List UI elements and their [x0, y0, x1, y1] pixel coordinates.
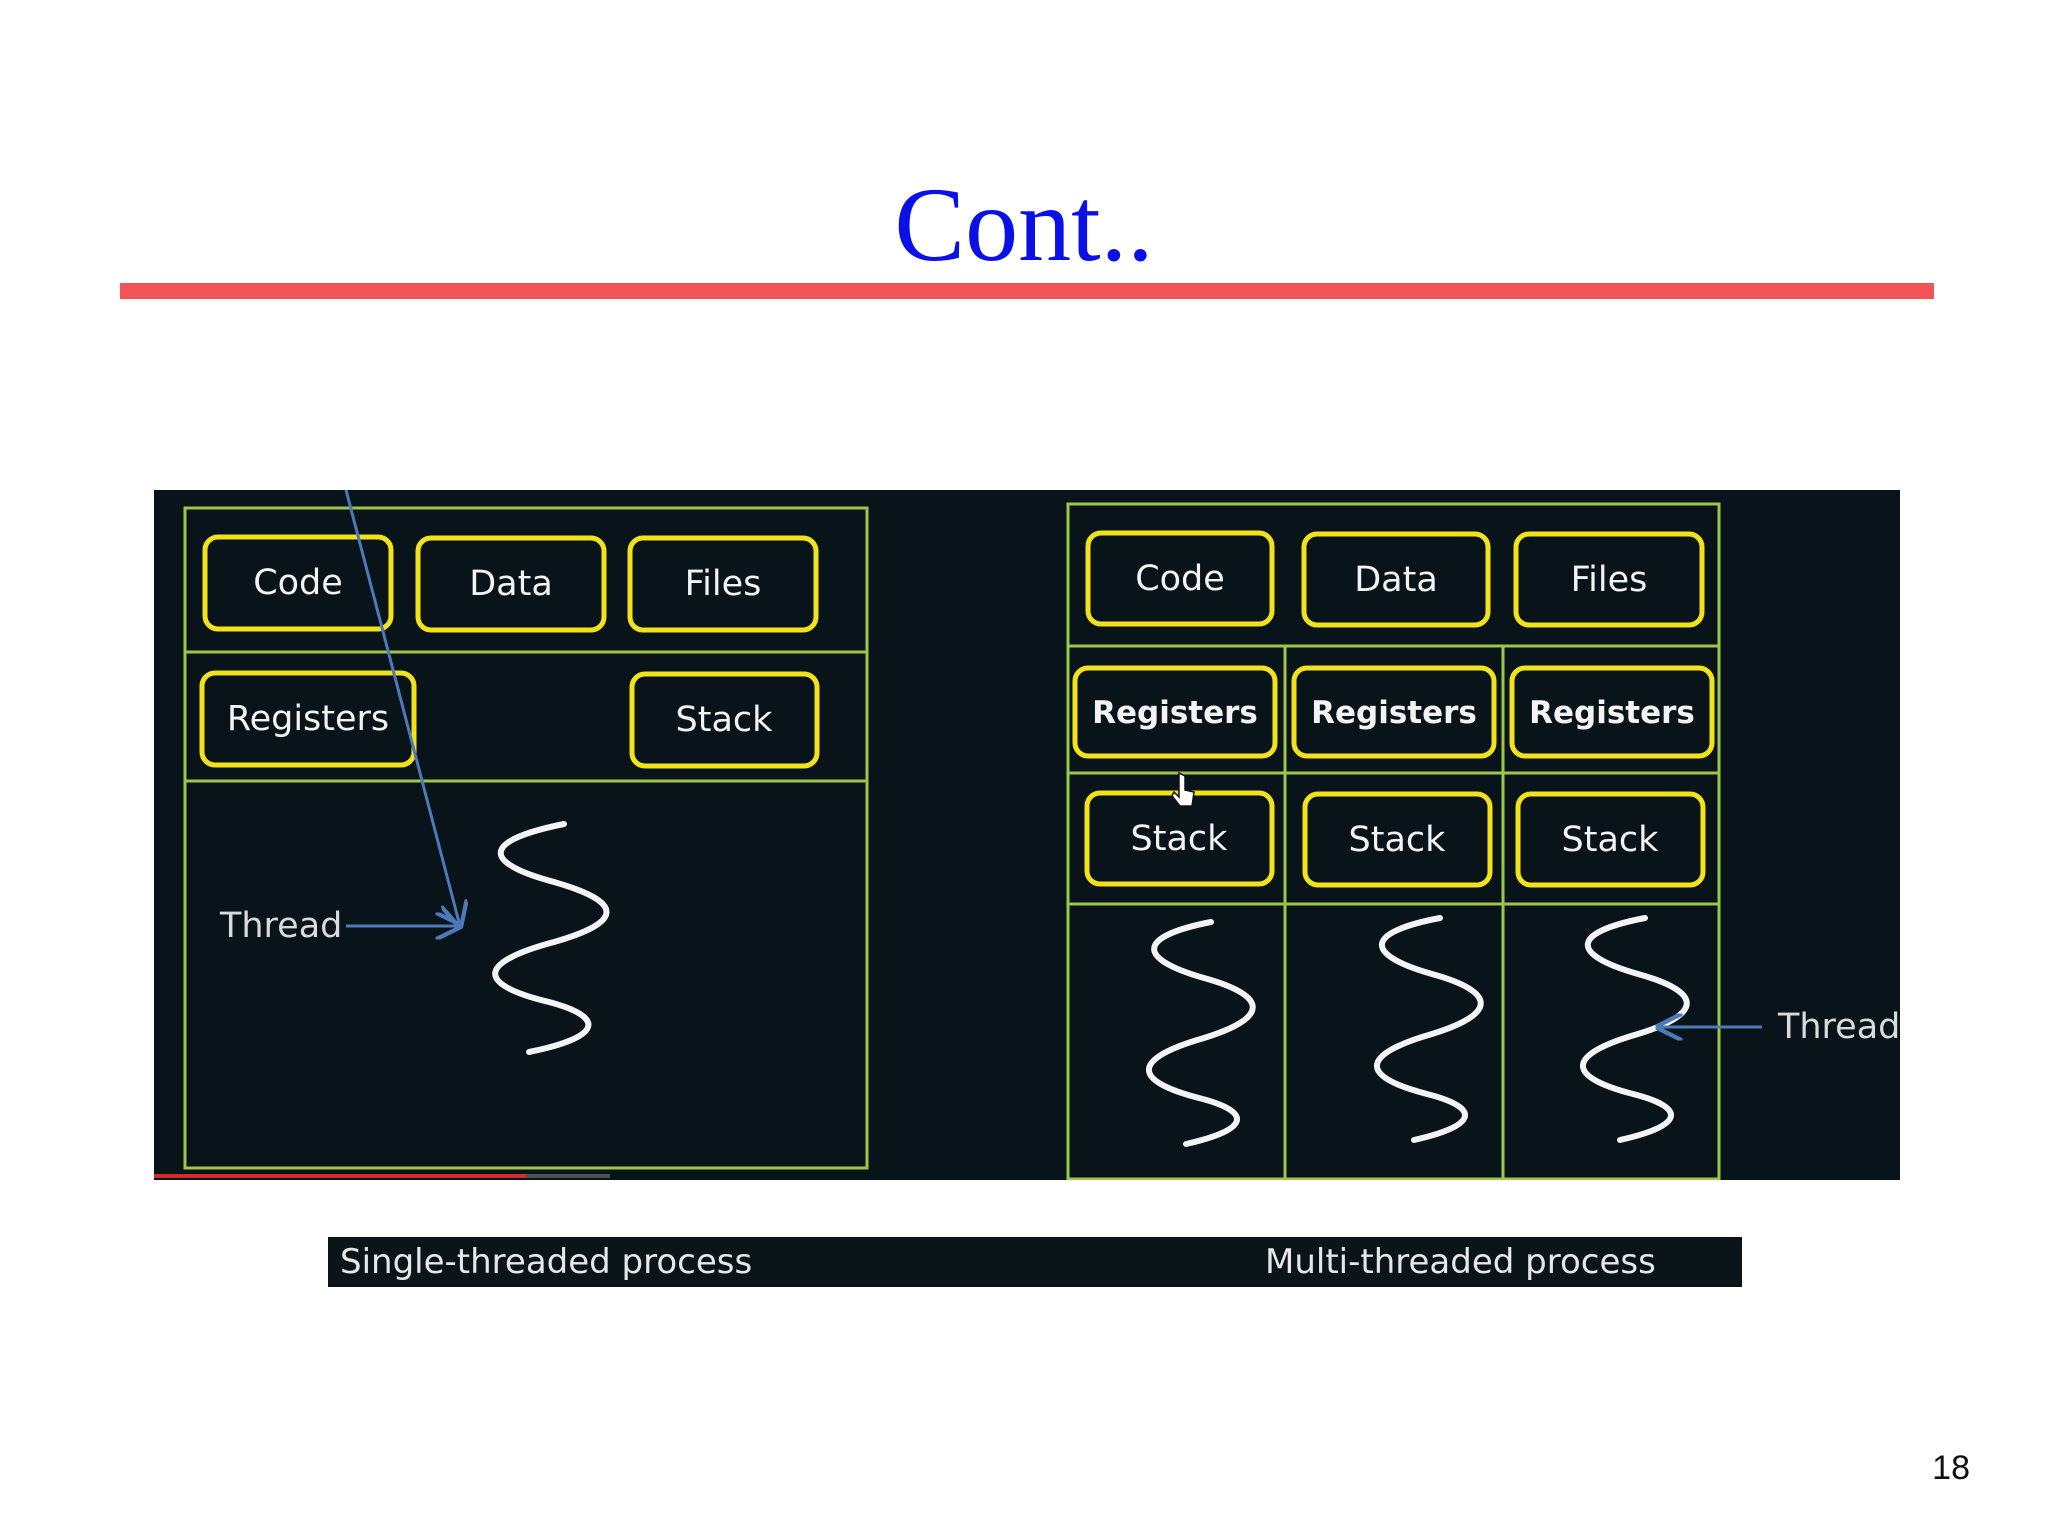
code-box-label: Code: [1135, 559, 1225, 599]
slide-title: Cont..: [894, 166, 1154, 283]
stack-box-label: Stack: [1131, 819, 1229, 859]
files-box: Files: [1513, 531, 1705, 628]
code-box: Code: [1085, 530, 1275, 627]
stack-box: Stack: [629, 671, 820, 769]
multi-process-frame: [1066, 502, 1721, 1180]
video-progress-bar: [154, 1174, 526, 1178]
thread-1-registers-box: Registers: [1072, 665, 1278, 759]
thread-3-stack-box: Stack: [1515, 791, 1706, 888]
files-box: Files: [627, 535, 819, 633]
code-box-label: Code: [253, 563, 343, 603]
single-threaded-process: Code Data Files Registers Stack Thread: [183, 490, 869, 1170]
thread-2-registers-box: Registers: [1291, 665, 1497, 759]
registers-box-label: Registers: [1311, 695, 1477, 731]
multi-threaded-process: Code Data Files Registers Stack: [1066, 502, 1900, 1180]
diagram-caption-bar: Single-threaded process Multi-threaded p…: [328, 1237, 1742, 1287]
video-buffer-bar: [526, 1174, 610, 1178]
registers-box-label: Registers: [1529, 695, 1695, 731]
thread-3-registers-box: Registers: [1509, 665, 1715, 759]
single-threaded-caption: Single-threaded process: [340, 1242, 753, 1282]
data-box-label: Data: [1354, 560, 1438, 600]
registers-box: Registers: [199, 670, 417, 768]
thread-diagram: Code Data Files Registers Stack Thread: [154, 490, 1900, 1180]
data-box: Data: [1301, 531, 1491, 628]
thread-arrow: [344, 490, 460, 926]
data-box-label: Data: [469, 564, 553, 604]
wavy-thread-icon: [1580, 915, 1690, 1143]
files-box-label: Files: [685, 564, 762, 604]
multi-threaded-caption: Multi-threaded process: [1265, 1242, 1656, 1282]
files-box-label: Files: [1571, 560, 1648, 600]
stack-box-label: Stack: [1349, 820, 1447, 860]
thread-1-stack-box: Stack: [1084, 790, 1275, 887]
registers-box-label: Registers: [227, 699, 389, 739]
page-number: 18: [1932, 1449, 1970, 1487]
registers-box-label: Registers: [1092, 695, 1258, 731]
hand-cursor-icon: [1171, 771, 1195, 807]
thread-diagram-panel: Code Data Files Registers Stack Thread: [154, 490, 1900, 1180]
title-underline: [120, 283, 1934, 299]
single-process-frame: [183, 506, 869, 1170]
data-box: Data: [415, 535, 607, 633]
stack-box-label: Stack: [1562, 820, 1660, 860]
code-box: Code: [202, 534, 394, 632]
wavy-thread-icon: [1146, 919, 1256, 1147]
thread-label: Thread: [219, 906, 342, 946]
wavy-thread-icon: [492, 821, 610, 1055]
thread-2-stack-box: Stack: [1302, 791, 1493, 888]
wavy-thread-icon: [1374, 915, 1484, 1143]
thread-label: Thread: [1777, 1007, 1900, 1047]
stack-box-label: Stack: [676, 700, 774, 740]
